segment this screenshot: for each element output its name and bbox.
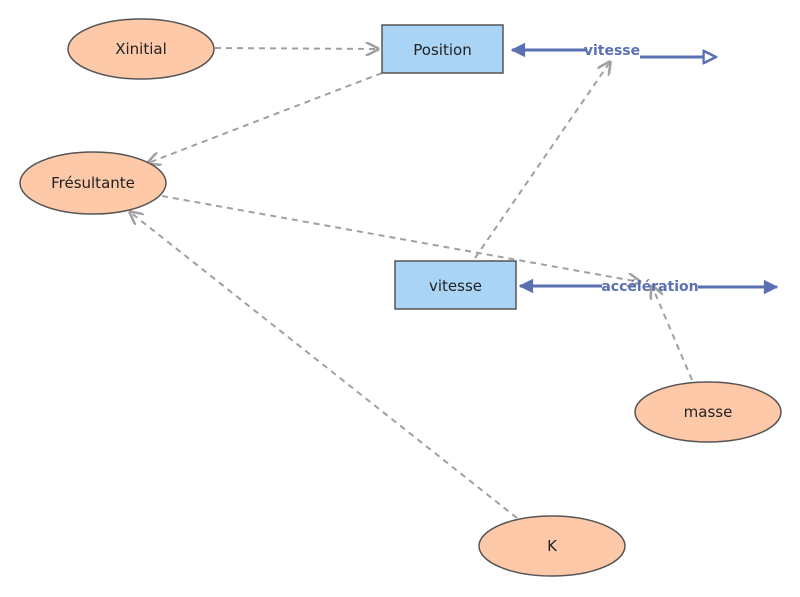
link-fresultante-acceleration <box>161 195 640 282</box>
param-masse-label: masse <box>684 403 733 421</box>
stock-position-label: Position <box>413 41 471 59</box>
flow-vitesse: vitesse <box>512 43 716 59</box>
stock-position-box[interactable] <box>381 24 504 74</box>
aux-fresultante-label: Frésultante <box>51 174 135 192</box>
stock-vitesse[interactable]: vitesse <box>394 260 517 310</box>
info-links <box>130 48 693 519</box>
param-k-shape[interactable] <box>478 515 626 577</box>
link-vitesse-vitesseflow <box>474 62 610 259</box>
stock-position[interactable]: Position <box>381 24 504 74</box>
param-xinitial[interactable]: Xinitial <box>67 18 215 80</box>
flow-acceleration-label[interactable]: accélération <box>601 279 698 295</box>
stock-vitesse-box[interactable] <box>394 260 517 310</box>
param-k-label: K <box>547 537 558 555</box>
flow-acceleration: accélération <box>520 279 777 295</box>
stock-vitesse-label: vitesse <box>429 277 482 295</box>
aux-fresultante[interactable]: Frésultante <box>19 151 167 215</box>
aux-fresultante-shape[interactable] <box>19 151 167 215</box>
param-xinitial-label: Xinitial <box>115 40 167 58</box>
param-masse[interactable]: masse <box>634 381 782 443</box>
param-masse-shape[interactable] <box>634 381 782 443</box>
link-xinitial-position <box>214 48 378 49</box>
link-masse-acceleration <box>652 286 693 381</box>
flow-vitesse-label[interactable]: vitesse <box>584 43 640 59</box>
param-k[interactable]: K <box>478 515 626 577</box>
link-k-fresultante <box>130 212 518 519</box>
link-position-fresultante <box>148 72 383 163</box>
param-xinitial-shape[interactable] <box>67 18 215 80</box>
